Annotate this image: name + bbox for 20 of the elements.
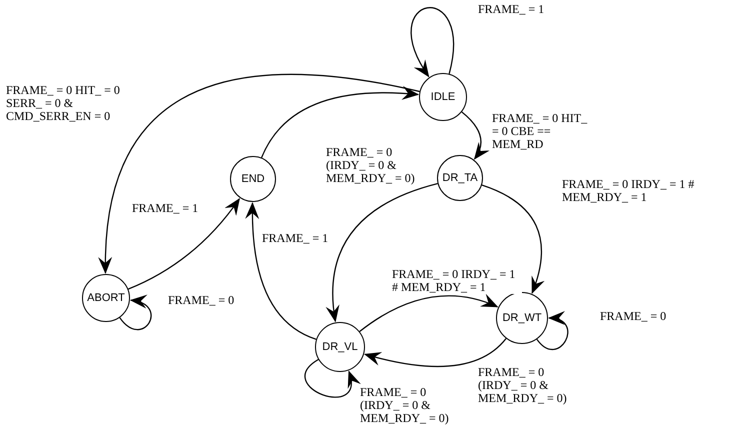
state-name: DR_TA (442, 172, 478, 184)
transition-arrow (326, 183, 438, 322)
transition-arrow (99, 74, 420, 274)
transition-arrow (359, 294, 498, 332)
state-name: DR_WT (502, 312, 542, 324)
edge-label: FRAME_ = 0 IRDY_ = 1 # MEM_RDY_ = 1 (392, 268, 522, 294)
transition-arrow (410, 7, 454, 78)
transition-arrow (246, 202, 316, 340)
transition-arrow (461, 111, 490, 160)
state-name: DR_VL (322, 342, 358, 352)
transition-arrow (261, 86, 420, 158)
state-name: END (241, 174, 265, 184)
transition-arrow (482, 184, 544, 294)
state-name: IDLE (430, 92, 456, 102)
transition-arrow (304, 359, 360, 398)
transition-arrow (128, 198, 240, 290)
state-name: ABORT (87, 292, 125, 304)
transition-arrow (536, 313, 568, 350)
transition-arrow (119, 296, 152, 330)
transition-arrow (364, 338, 506, 368)
